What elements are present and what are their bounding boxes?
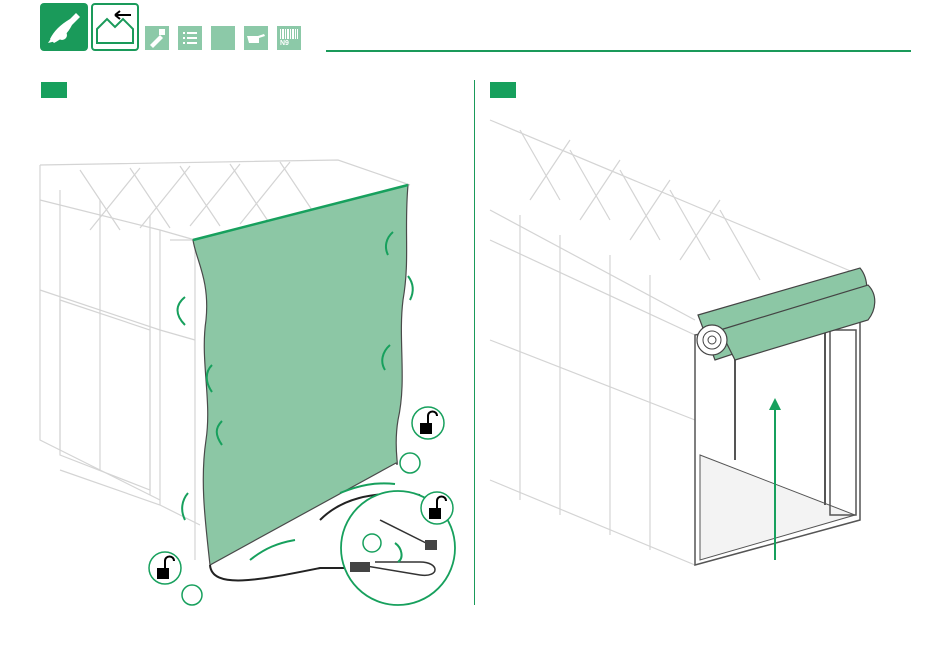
illustration-step-2: [0, 0, 950, 657]
